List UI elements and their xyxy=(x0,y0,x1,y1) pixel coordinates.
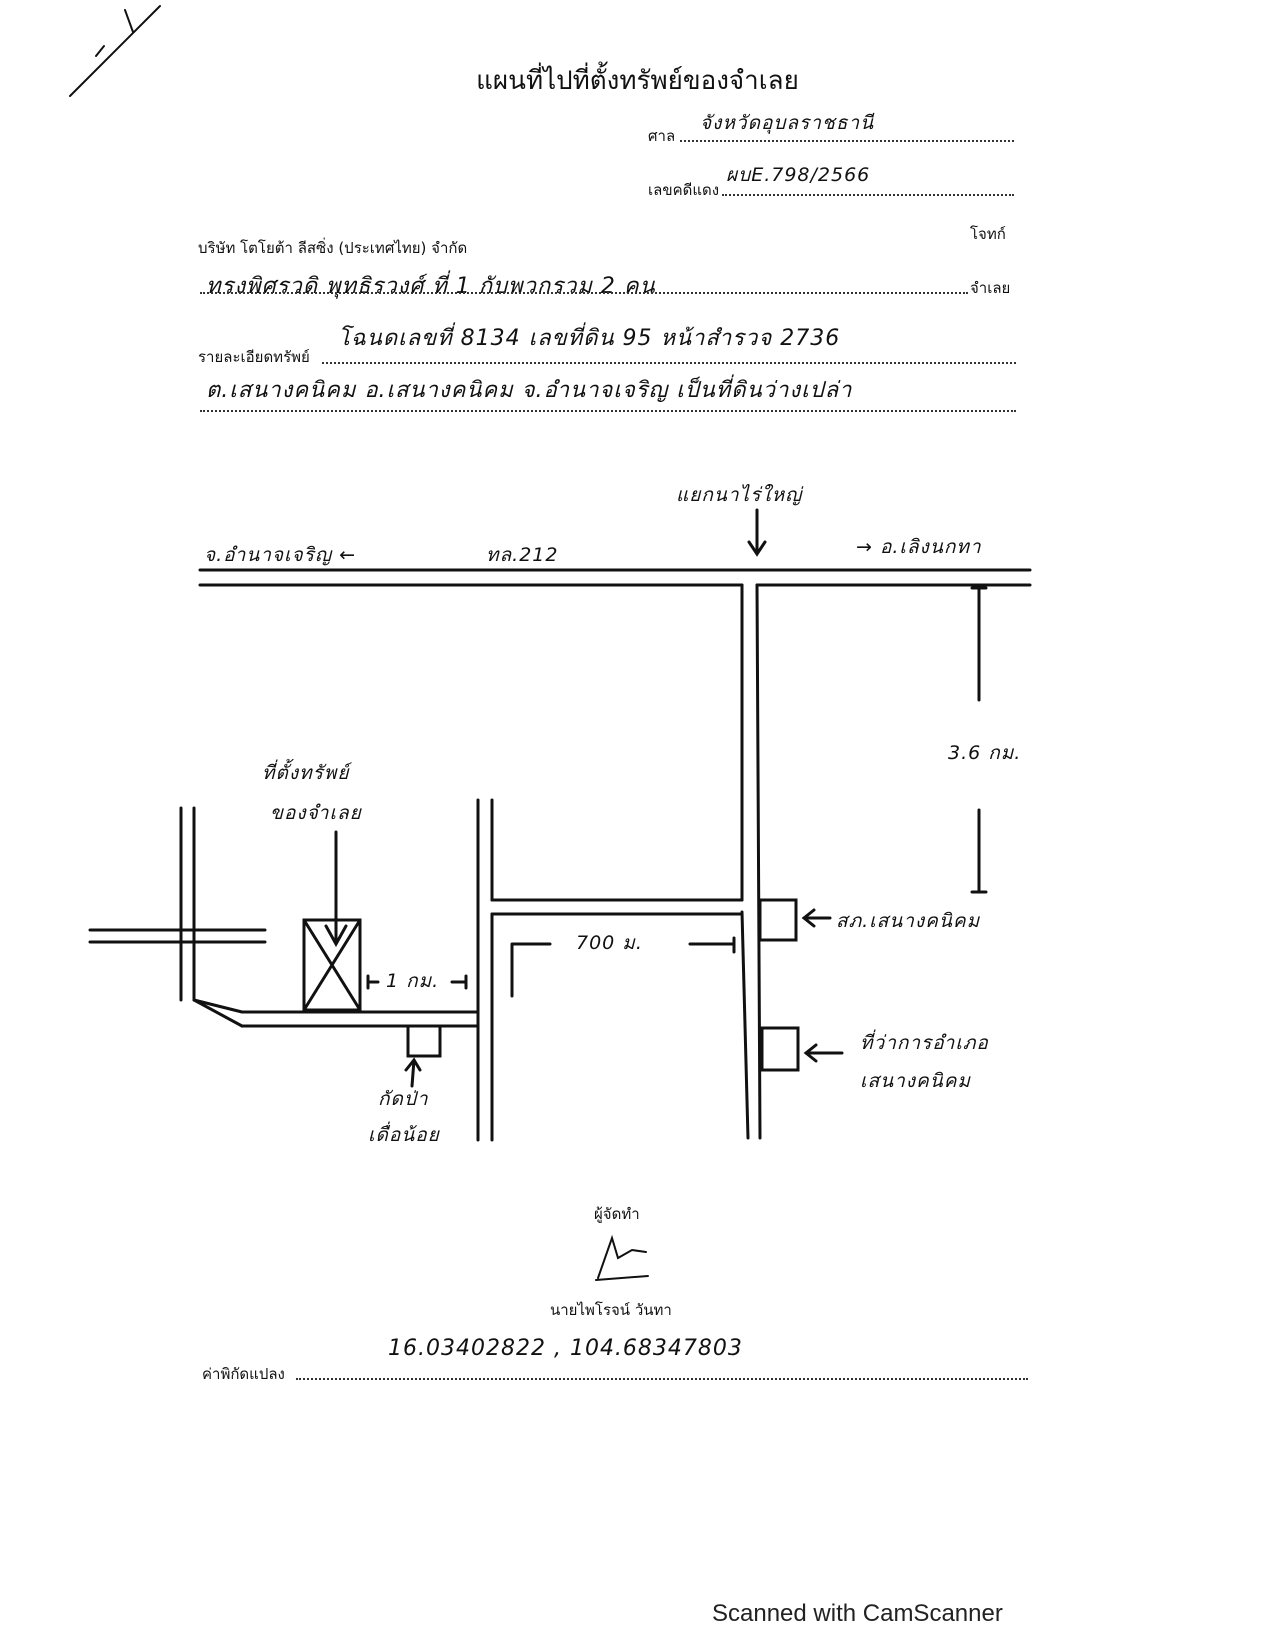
district-office-label-1: ที่ว่าการอำเภอ xyxy=(860,1032,989,1054)
shop-arrow xyxy=(404,1057,422,1088)
distance-700m-label: 700 ม. xyxy=(576,932,643,954)
property-line-1: โฉนดเลขที่ 8134 เลขที่ดิน 95 หน้าสำรวจ 2… xyxy=(338,326,841,351)
coordinates-label: ค่าพิกัดแปลง xyxy=(202,1365,285,1383)
maker-label: ผู้จัดทำ xyxy=(594,1205,640,1223)
coordinates-value: 16.03402822 , 104.68347803 xyxy=(388,1336,743,1361)
highway-label: ทล.212 xyxy=(486,544,559,566)
defendant-label: จำเลย xyxy=(970,279,1011,297)
left-road-bend xyxy=(192,998,244,1014)
district-office-arrow xyxy=(803,1043,844,1063)
distance-1km-label: 1 กม. xyxy=(386,970,440,992)
coordinates-dotted-line xyxy=(296,1378,1028,1380)
main-road-west-edge-lower xyxy=(740,910,750,1140)
west-destination-label: จ.อำนาจเจริญ ← xyxy=(204,544,357,566)
property-map-label-1: ที่ตั้งทรัพย์ xyxy=(262,762,350,784)
court-label: ศาล xyxy=(648,127,676,145)
property-pointer-head xyxy=(324,924,348,948)
measure-700m xyxy=(510,936,736,998)
left-road-outer xyxy=(192,806,244,1028)
document-title: แผนที่ไปที่ตั้งทรัพย์ของจำเลย xyxy=(476,66,799,96)
property-dotted-line-1 xyxy=(322,362,1016,364)
case-dotted-line xyxy=(722,194,1014,196)
property-map-label-2: ของจำเลย xyxy=(270,802,362,824)
measure-1km xyxy=(366,974,468,990)
property-dotted-line-2 xyxy=(200,410,1016,412)
property-x-mark xyxy=(302,918,362,1012)
police-station-label: สภ.เสนางคนิคม xyxy=(836,910,981,932)
property-label: รายละเอียดทรัพย์ xyxy=(198,348,310,366)
measure-3-6km xyxy=(970,586,988,894)
maker-name: นายไพโรจน์ วันทา xyxy=(550,1301,672,1319)
defendant-dotted-line xyxy=(200,292,968,294)
property-line-2: ต.เสนางคนิคม อ.เสนางคนิคม จ.อำนาจเจริญ เ… xyxy=(206,378,853,403)
district-office-box xyxy=(760,1026,800,1072)
property-box xyxy=(302,918,362,1012)
district-office-label-2: เสนางคนิคม xyxy=(860,1070,971,1092)
police-station-box xyxy=(758,898,798,942)
east-destination-label: → อ.เลิงนกทา xyxy=(856,536,982,558)
case-label: เลขคดีแดง xyxy=(648,181,720,199)
shop-label-1: กัดป่า xyxy=(378,1088,429,1110)
court-dotted-line xyxy=(680,140,1014,142)
defendant-value: ทรงพิศรวดิ พุทธิรวงศ์ ที่ 1 กับพวกรวม 2 … xyxy=(206,274,656,299)
main-road-east-edge xyxy=(755,583,762,1140)
camscanner-watermark: Scanned with CamScanner xyxy=(712,1600,1003,1627)
shop-box xyxy=(406,1024,442,1058)
court-value: จังหวัดอุบลราชธานี xyxy=(700,112,875,134)
shop-label-2: เดื่อน้อย xyxy=(368,1124,440,1146)
plaintiff-value: บริษัท โตโยต้า ลีสซิ่ง (ประเทศไทย) จำกัด xyxy=(198,239,468,257)
junction-arrow xyxy=(747,508,767,557)
police-station-arrow xyxy=(801,908,832,928)
junction-label: แยกนาไร่ใหญ่ xyxy=(676,484,803,506)
plaintiff-label: โจทก์ xyxy=(970,225,1006,243)
case-value: ผบE.798/2566 xyxy=(726,164,871,186)
pen-mark xyxy=(69,5,161,97)
distance-3-6km-label: 3.6 กม. xyxy=(948,742,1022,764)
signature-scribble xyxy=(595,1234,649,1281)
